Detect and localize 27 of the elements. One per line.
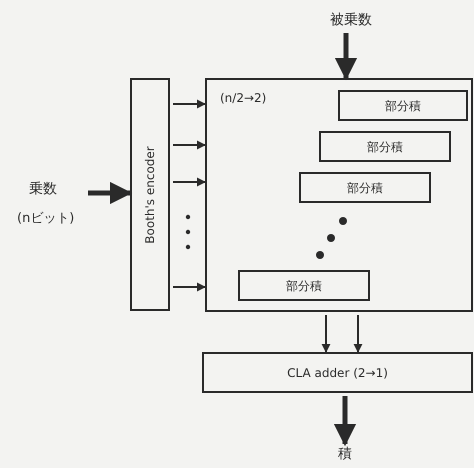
bit-width-label: (nビット) <box>17 212 74 225</box>
box-label: 部分積 <box>367 140 403 152</box>
output-label: 積 <box>338 447 352 461</box>
input-label: 被乗数 <box>330 13 372 27</box>
partial-product-box <box>319 131 451 162</box>
arrow <box>334 33 358 80</box>
arrow <box>88 182 132 204</box>
arrow <box>173 282 206 292</box>
partial-product-box <box>299 172 431 203</box>
ratio-label: (n/2→2) <box>220 92 266 104</box>
input-label: 乗数 <box>29 182 57 196</box>
partial-product-box <box>338 90 468 121</box>
box-label: 部分積 <box>286 280 322 292</box>
arrow <box>173 178 206 186</box>
arrow <box>322 315 330 353</box>
box-label: 部分積 <box>385 100 421 112</box>
box-label: Booth's encoder <box>144 146 156 244</box>
box-label: 部分積 <box>347 182 383 194</box>
arrow <box>173 140 206 150</box>
encoder-box <box>130 78 170 311</box>
box-label: CLA adder (2→1) <box>287 366 388 378</box>
partial-product-box <box>238 270 370 301</box>
arrow <box>354 315 362 353</box>
partial-product-array-box <box>205 78 473 312</box>
arrow <box>334 396 356 446</box>
adder-box <box>202 352 473 393</box>
arrow <box>173 100 206 108</box>
